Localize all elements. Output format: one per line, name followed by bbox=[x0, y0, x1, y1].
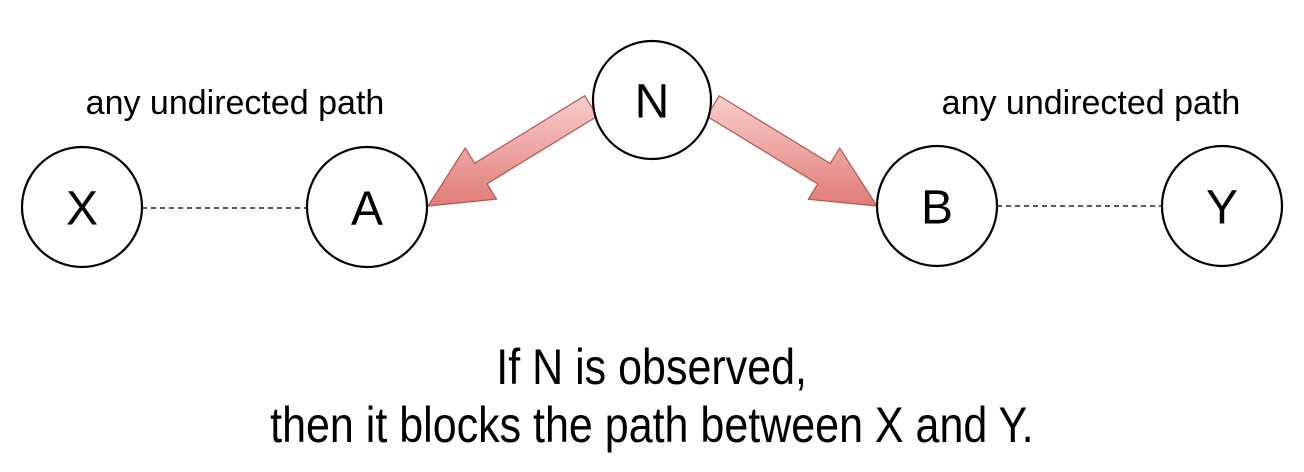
node-b-circle bbox=[875, 144, 999, 268]
causal-diagram: any undirected path any undirected path … bbox=[20, 39, 1284, 269]
arrow-n-to-b bbox=[705, 94, 879, 207]
node-b[interactable]: B bbox=[875, 144, 999, 268]
caption-line-2: then it blocks the path between X and Y. bbox=[0, 396, 1304, 454]
caption-line-1: If N is observed, bbox=[0, 338, 1304, 396]
node-n-label: N bbox=[635, 76, 670, 129]
arrow-n-to-a bbox=[426, 94, 599, 207]
node-x-label: X bbox=[66, 183, 98, 236]
node-b-label: B bbox=[921, 182, 953, 235]
node-x-circle bbox=[20, 145, 144, 269]
node-y-label: Y bbox=[1206, 182, 1238, 235]
node-n-circle bbox=[591, 39, 713, 161]
node-x[interactable]: X bbox=[20, 145, 144, 269]
node-a-label: A bbox=[351, 183, 383, 236]
left-path-label: any undirected path bbox=[86, 84, 385, 122]
node-y-circle bbox=[1160, 144, 1284, 268]
caption-line-2-text: then it blocks the path between X and Y. bbox=[270, 397, 1034, 453]
node-a-circle bbox=[305, 145, 429, 269]
node-a[interactable]: A bbox=[305, 145, 429, 269]
node-y[interactable]: Y bbox=[1160, 144, 1284, 268]
right-path-label: any undirected path bbox=[942, 84, 1241, 122]
node-n[interactable]: N bbox=[591, 39, 713, 161]
caption-line-1-text: If N is observed, bbox=[496, 339, 808, 395]
